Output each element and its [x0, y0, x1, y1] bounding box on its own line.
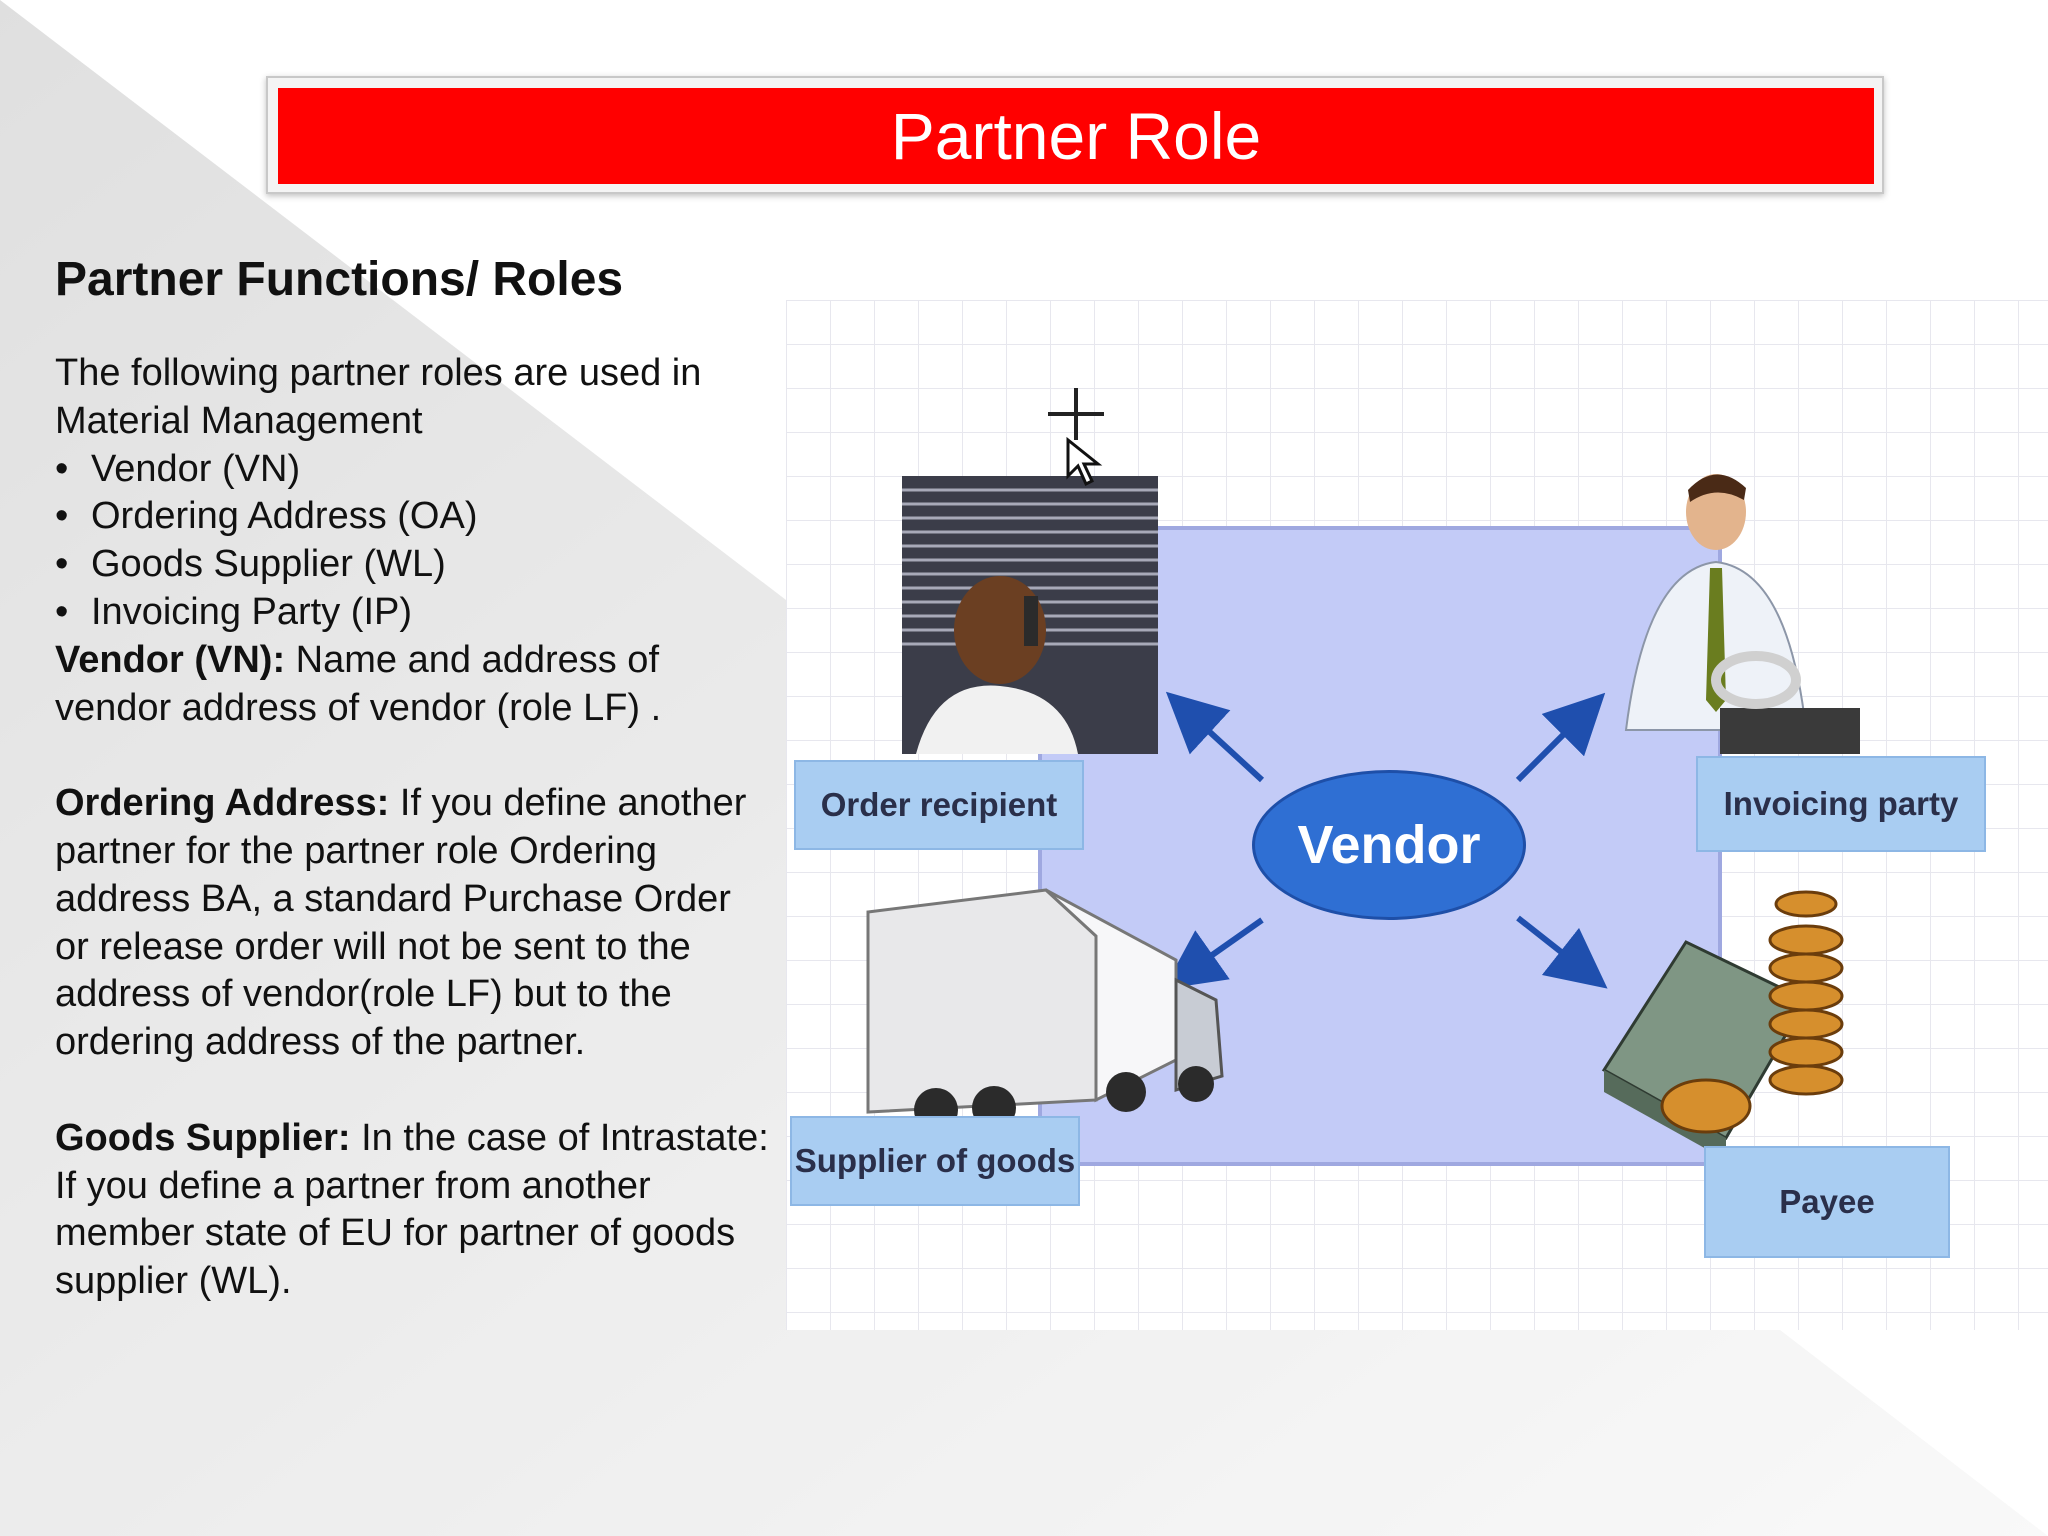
arrow-up-left [1165, 691, 1265, 783]
role-invoicing-party: Invoicing party [1696, 756, 1986, 852]
list-item: Vendor (VN) [55, 446, 775, 494]
vendor-def: Name and address of vendor address of ve… [55, 638, 662, 729]
vendor-definition: Vendor (VN): Name and address of vendor … [55, 637, 775, 733]
money-coins-icon [1601, 890, 1844, 1160]
businessman-calculator-icon [1624, 474, 1860, 754]
partner-diagram: Order recipient Invoicing party Supplier… [786, 300, 2048, 1330]
role-supplier-of-goods: Supplier of goods [790, 1116, 1080, 1206]
role-payee: Payee [1704, 1146, 1950, 1258]
truck-icon [866, 888, 1224, 1132]
list-item: Goods Supplier (WL) [55, 541, 775, 589]
arrow-down-right [1516, 915, 1608, 989]
goods-term: Goods Supplier: [55, 1116, 351, 1159]
role-label-supplier-of-goods: Supplier of goods [794, 1142, 1076, 1179]
arrow-up-right [1515, 692, 1606, 783]
content-heading: Partner Functions/ Roles [55, 253, 624, 306]
goods-def: In the case of Intrastate: [350, 1116, 769, 1159]
role-label-invoicing-party: Invoicing party [1723, 785, 1959, 822]
goods-definition-2: If you define a partner from another mem… [55, 1164, 736, 1303]
role-order-recipient: Order recipient [794, 760, 1084, 850]
vendor-term: Vendor (VN): [55, 638, 286, 681]
list-item: Ordering Address (OA) [55, 493, 775, 541]
role-list: Vendor (VN) Ordering Address (OA) Goods … [55, 446, 775, 637]
goods-definition: Goods Supplier: In the case of Intrastat… [55, 1115, 775, 1163]
role-label-payee: Payee [1779, 1183, 1875, 1220]
role-label-order-recipient: Order recipient [820, 786, 1058, 823]
ordering-def: If you define another partner for the pa… [55, 782, 747, 1064]
person-phone-icon [902, 476, 1158, 754]
list-item: Invoicing Party (IP) [55, 589, 775, 637]
arrow-down-left [1163, 917, 1264, 990]
ordering-definition: Ordering Address: If you define another … [55, 780, 775, 1067]
intro-text: The following partner roles are used in … [55, 352, 702, 442]
ordering-term: Ordering Address: [55, 782, 390, 825]
move-cursor-icon [1048, 388, 1104, 487]
slide-title: Partner Role [278, 88, 1874, 184]
vendor-node: Vendor [1252, 770, 1526, 920]
content-text: Partner Functions/ Roles The following p… [55, 250, 775, 1306]
